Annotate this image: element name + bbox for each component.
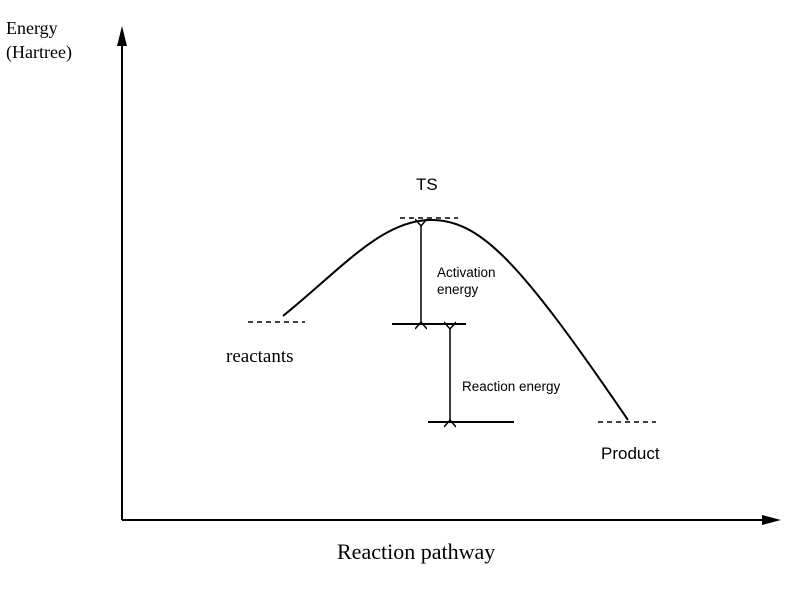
- y-axis-label-line1: Energy: [6, 18, 58, 38]
- y-axis-label-line2: (Hartree): [6, 42, 72, 63]
- reaction-energy-label: Reaction energy: [462, 379, 561, 394]
- x-axis-label: Reaction pathway: [337, 539, 495, 564]
- x-axis-arrow-icon: [762, 515, 781, 525]
- ts-label: TS: [416, 175, 438, 194]
- energy-curve: [282, 218, 629, 421]
- reactants-label: reactants: [226, 346, 294, 367]
- activation-energy-label-line2: energy: [437, 282, 479, 297]
- activation-energy-label-line1: Activation: [437, 265, 496, 280]
- y-axis-arrow-icon: [117, 26, 127, 46]
- product-label: Product: [601, 444, 660, 463]
